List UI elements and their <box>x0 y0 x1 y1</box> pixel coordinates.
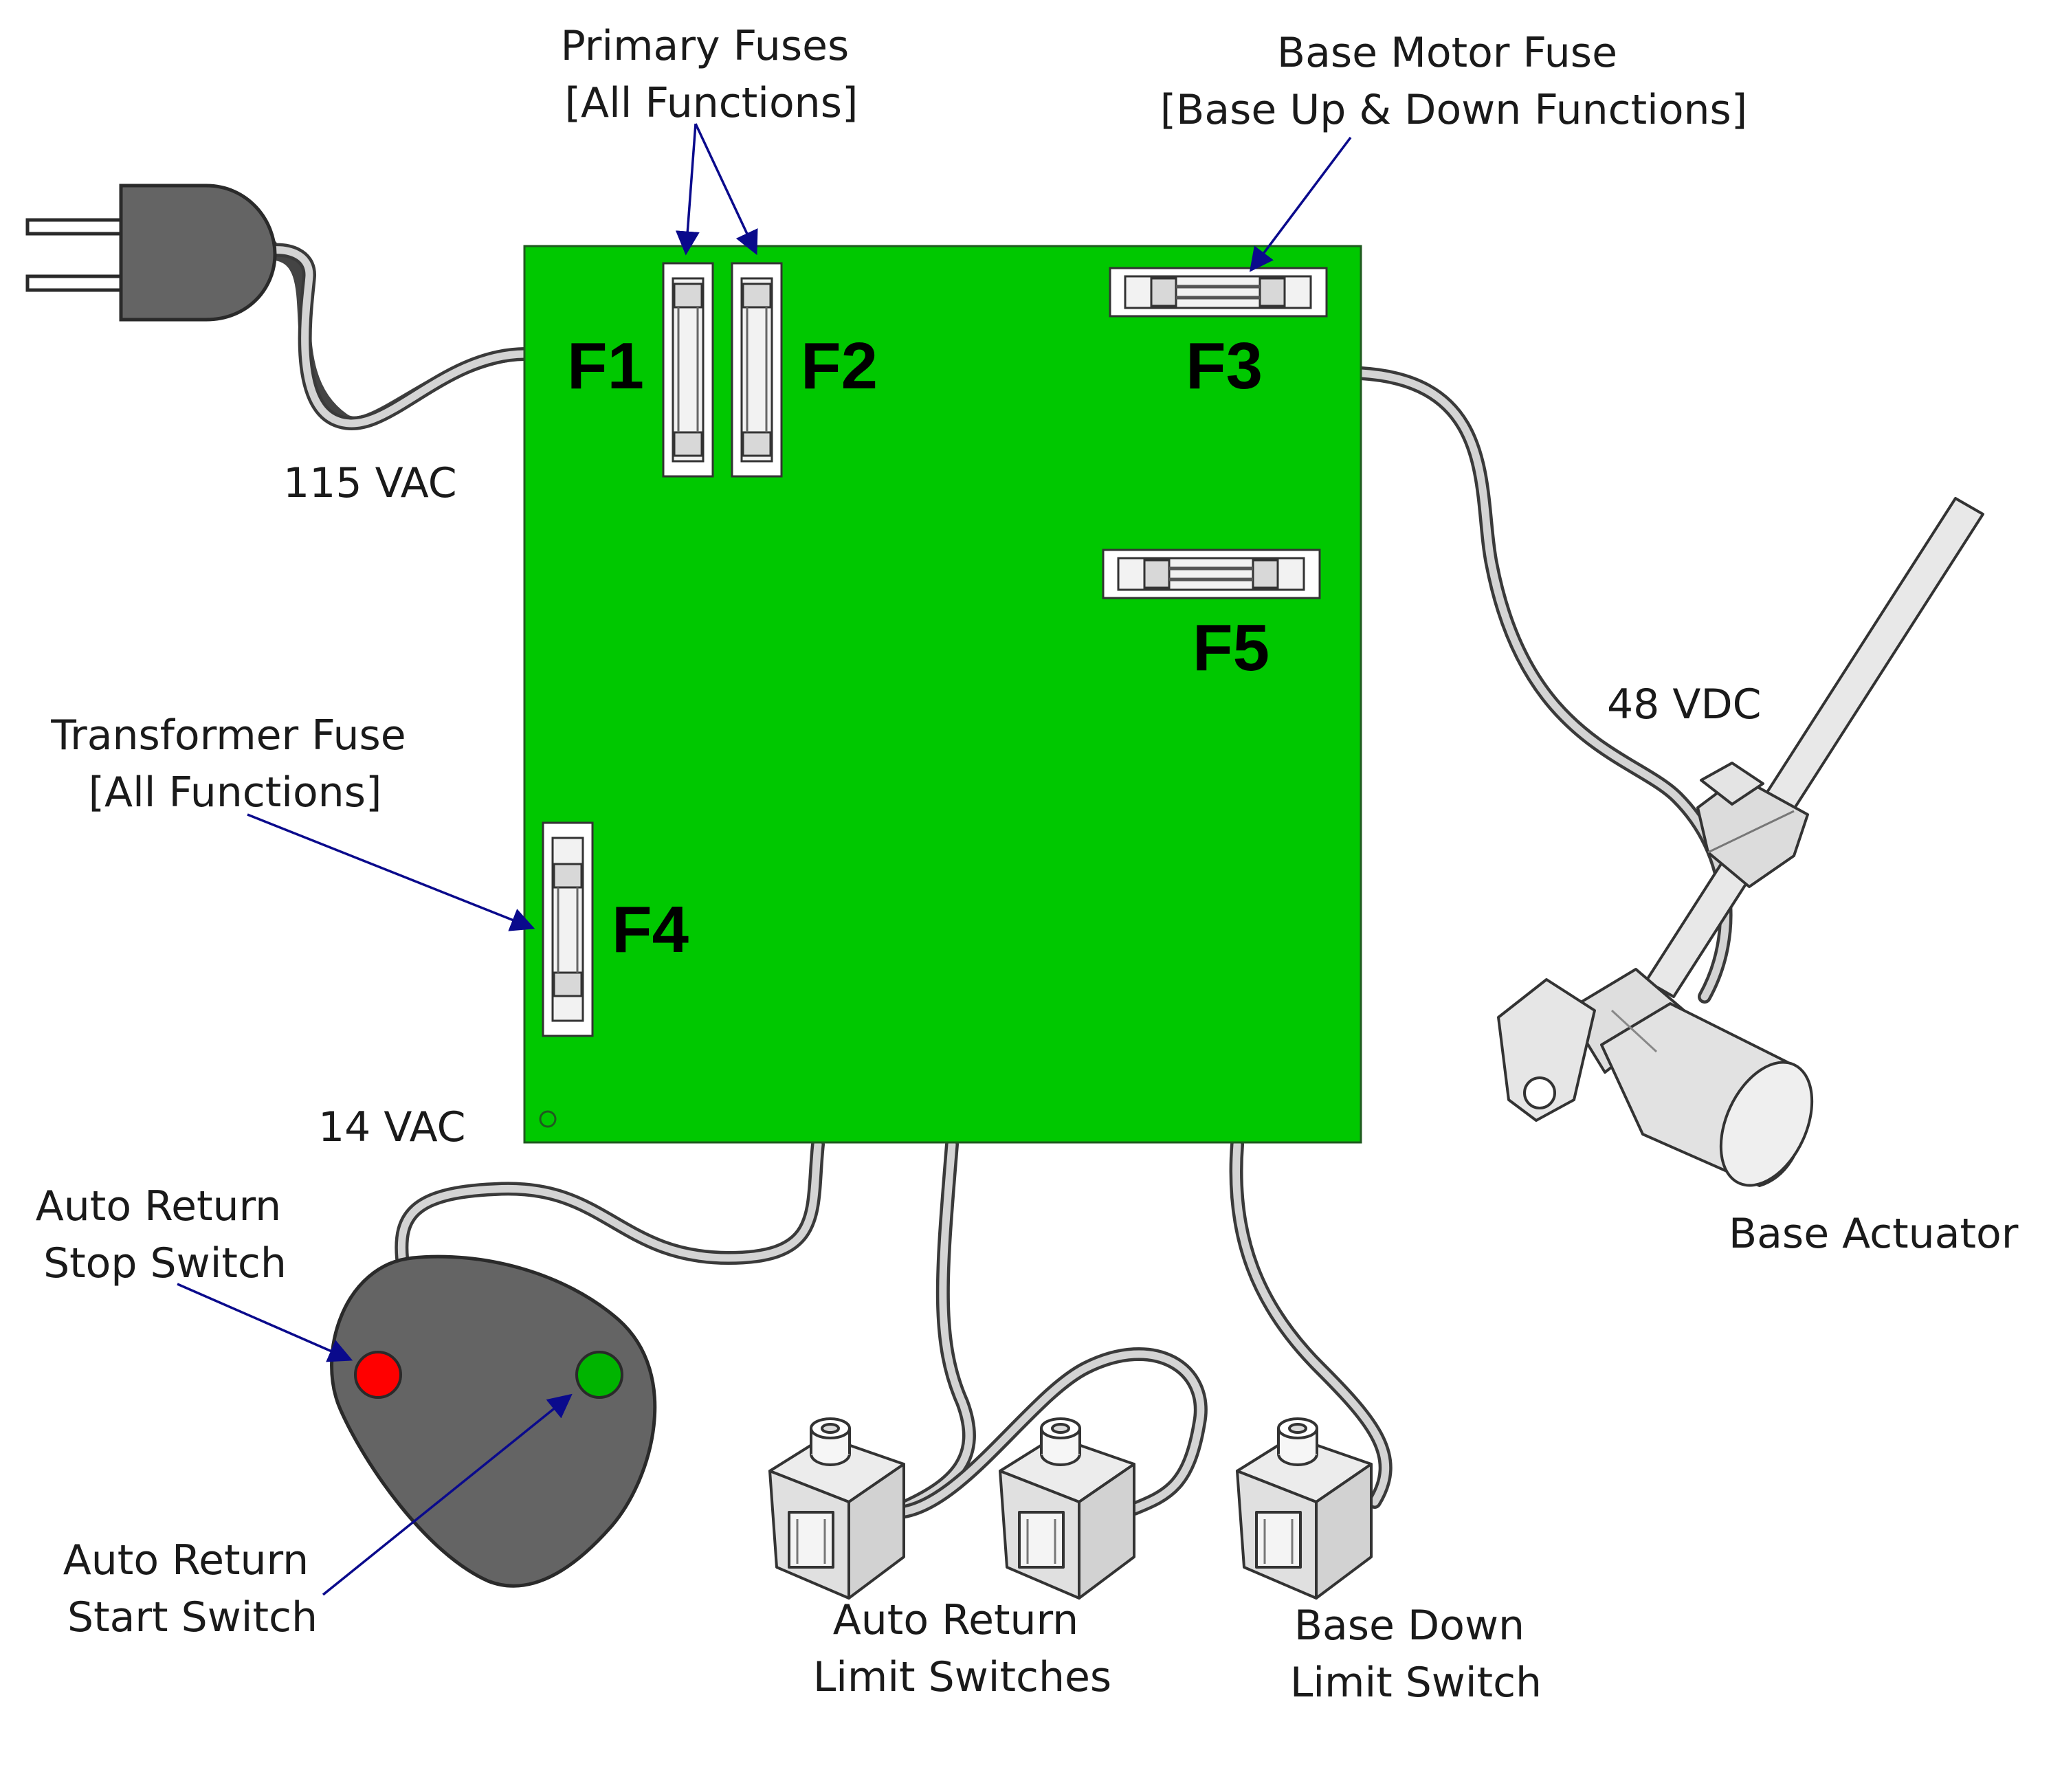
fuse-f5[interactable] <box>1102 549 1321 599</box>
auto-return-start-label: Auto Return Start Switch <box>63 1536 322 1641</box>
auto-return-limit-line-1: Auto Return <box>833 1596 1078 1644</box>
power-plug <box>25 184 277 322</box>
voltage-115vac-label: 115 VAC <box>283 459 457 507</box>
fuse-label-f3: F3 <box>1186 329 1263 403</box>
base-motor-fuse-line-1: Base Motor Fuse <box>1277 29 1617 77</box>
base-actuator[interactable] <box>1497 497 1984 1200</box>
auto-return-stop-button[interactable] <box>354 1351 402 1399</box>
base-down-limit-line-1: Base Down <box>1294 1602 1525 1650</box>
auto-return-pendant <box>330 1254 657 1588</box>
fuse-f1[interactable] <box>662 262 714 478</box>
labels: Primary Fuses [All Functions] Base Motor… <box>36 22 2019 1707</box>
voltage-48vdc-label: 48 VDC <box>1607 681 1762 729</box>
auto-return-start-button[interactable] <box>575 1351 623 1399</box>
auto-return-limit-line-2: Limit Switches <box>813 1653 1111 1701</box>
primary-fuses-label: Primary Fuses [All Functions] <box>561 22 863 127</box>
auto-return-limit-switch-1[interactable] <box>768 1417 905 1600</box>
primary-fuses-line-2: [All Functions] <box>565 79 858 127</box>
voltage-14vac-label: 14 VAC <box>318 1103 466 1151</box>
arrow-primary-fuse-f1 <box>675 123 700 256</box>
arrow-transformer-fuse <box>247 813 535 931</box>
base-motor-fuse-line-2: [Base Up & Down Functions] <box>1160 86 1747 134</box>
mounting-hole <box>539 1110 557 1128</box>
auto-return-stop-label: Auto Return Stop Switch <box>36 1182 295 1287</box>
cables <box>234 240 532 429</box>
arrow-stop-switch <box>177 1283 353 1362</box>
power-cord <box>234 240 532 429</box>
plug-body <box>119 184 277 322</box>
base-down-limit-cable <box>1229 1138 1393 1509</box>
transformer-fuse-line-2: [All Functions] <box>89 768 382 817</box>
auto-return-stop-line-2: Stop Switch <box>43 1239 287 1287</box>
auto-return-limit-label: Auto Return Limit Switches <box>813 1596 1111 1701</box>
transformer-fuse-line-1: Transformer Fuse <box>50 711 406 760</box>
callout-arrows <box>177 123 1352 1596</box>
base-down-limit-switch[interactable] <box>1236 1417 1373 1600</box>
auto-return-start-line-2: Start Switch <box>67 1593 318 1641</box>
fuse-f2[interactable] <box>731 262 783 478</box>
base-down-limit-label: Base Down Limit Switch <box>1290 1602 1542 1707</box>
auto-return-start-line-1: Auto Return <box>63 1536 309 1584</box>
power-cord-cable <box>265 243 533 431</box>
fuse-f3[interactable] <box>1109 267 1328 318</box>
arrow-base-motor-fuse <box>1249 136 1352 272</box>
pendant-cable <box>395 1138 825 1265</box>
arrow-start-switch <box>322 1393 573 1596</box>
fuse-label-f4: F4 <box>612 893 689 966</box>
fuse-label-f5: F5 <box>1193 611 1270 685</box>
base-down-limit-line-2: Limit Switch <box>1290 1659 1542 1707</box>
fuse-label-f2: F2 <box>801 329 878 403</box>
fuse-label-f1: F1 <box>567 329 644 403</box>
auto-return-stop-line-1: Auto Return <box>36 1182 281 1230</box>
base-motor-fuse-label: Base Motor Fuse [Base Up & Down Function… <box>1160 29 1747 134</box>
base-actuator-label: Base Actuator <box>1729 1210 2019 1258</box>
fuse-f4[interactable] <box>542 821 594 1037</box>
arrow-primary-fuse-f2 <box>694 123 758 256</box>
auto-return-limit-switch-2[interactable] <box>999 1417 1135 1600</box>
primary-fuses-line-1: Primary Fuses <box>561 22 850 70</box>
auto-return-limit-cable <box>894 1138 1208 1519</box>
transformer-fuse-label: Transformer Fuse [All Functions] <box>50 711 419 817</box>
